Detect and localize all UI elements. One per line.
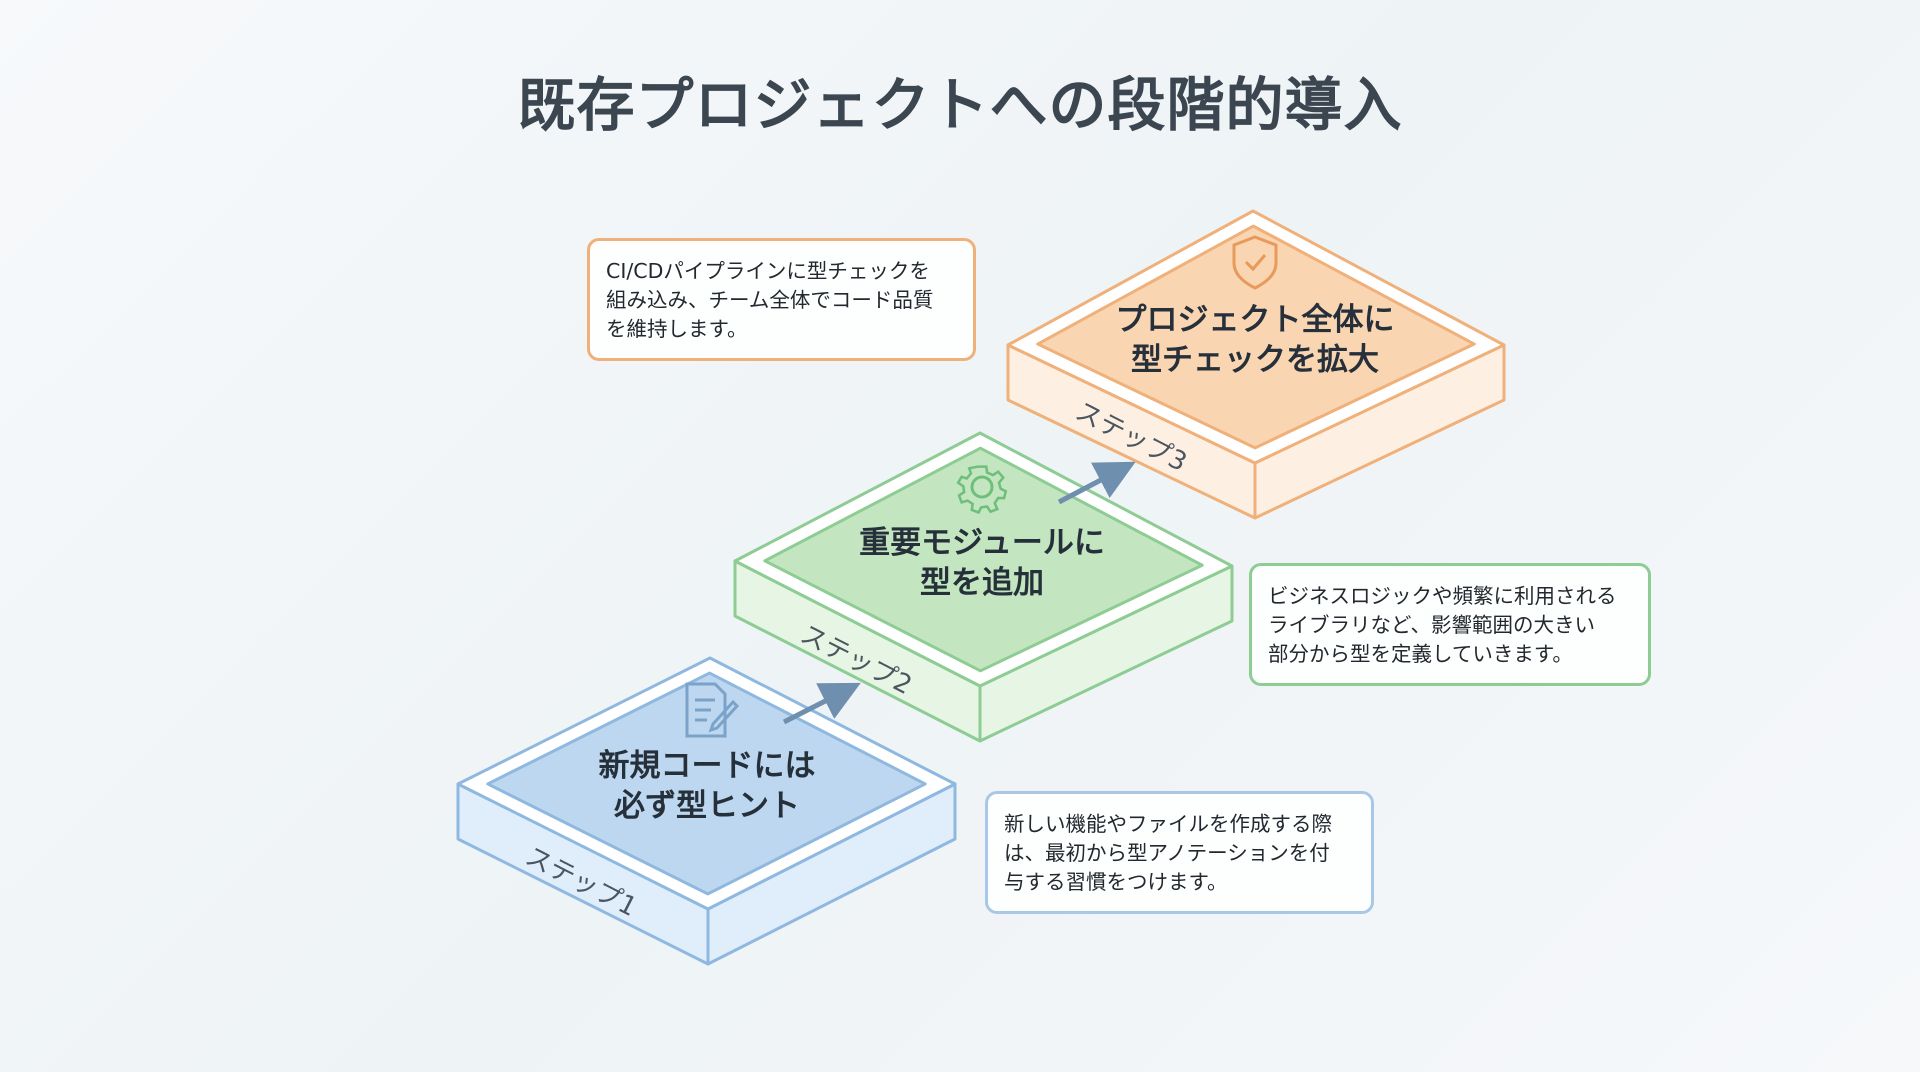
arrow-step1-to-step2 [782,682,861,725]
step2-description: ビジネスロジックや頻繁に利用される ライブラリなど、影響範囲の大きい 部分から型… [1249,563,1651,686]
document-edit-icon [685,682,740,738]
page-title: 既存プロジェクトへの段階的導入 [517,71,1403,139]
step2-title-line: 型を追加 [920,565,1044,601]
step2-title: 重要モジュールに 型を追加 [859,523,1105,603]
step1-platform-top-inner [486,671,927,896]
step1-title-line: 必ず型ヒント [614,788,800,824]
description-line: は、最初から型アノテーションを付 [1004,841,1330,865]
description-line: 与する習慣をつけます。 [1004,870,1228,894]
description-line: を維持します。 [606,317,748,341]
description-line: ライブラリなど、影響範囲の大きい [1268,613,1595,637]
step3-title-line: プロジェクト全体に [1115,302,1395,338]
step1-title-line: 新規コードには [598,748,816,784]
shield-check-icon [1232,235,1278,290]
arrow-step2-to-step3 [1057,461,1136,505]
step3-platform-top-inner [1036,224,1476,450]
step2-platform-top-inner [763,446,1204,673]
gear-icon [956,465,1008,515]
step3-title: プロジェクト全体に 型チェックを拡大 [1116,300,1395,380]
step2-title-line: 重要モジュールに [859,525,1105,561]
description-line: 組み込み、チーム全体でコード品質 [606,288,934,312]
description-line: ビジネスロジックや頻繁に利用される [1268,584,1617,608]
description-line: CI/CDパイプラインに型チェックを [606,259,930,283]
description-line: 部分から型を定義していきます。 [1268,642,1573,666]
step1-title: 新規コードには 必ず型ヒント [599,746,816,826]
step1-description: 新しい機能やファイルを作成する際 は、最初から型アノテーションを付 与する習慣を… [985,791,1374,914]
description-line: 新しい機能やファイルを作成する際 [1004,812,1332,836]
step3-description: CI/CDパイプラインに型チェックを 組み込み、チーム全体でコード品質 を維持し… [587,238,976,361]
step3-title-line: 型チェックを拡大 [1131,342,1379,378]
